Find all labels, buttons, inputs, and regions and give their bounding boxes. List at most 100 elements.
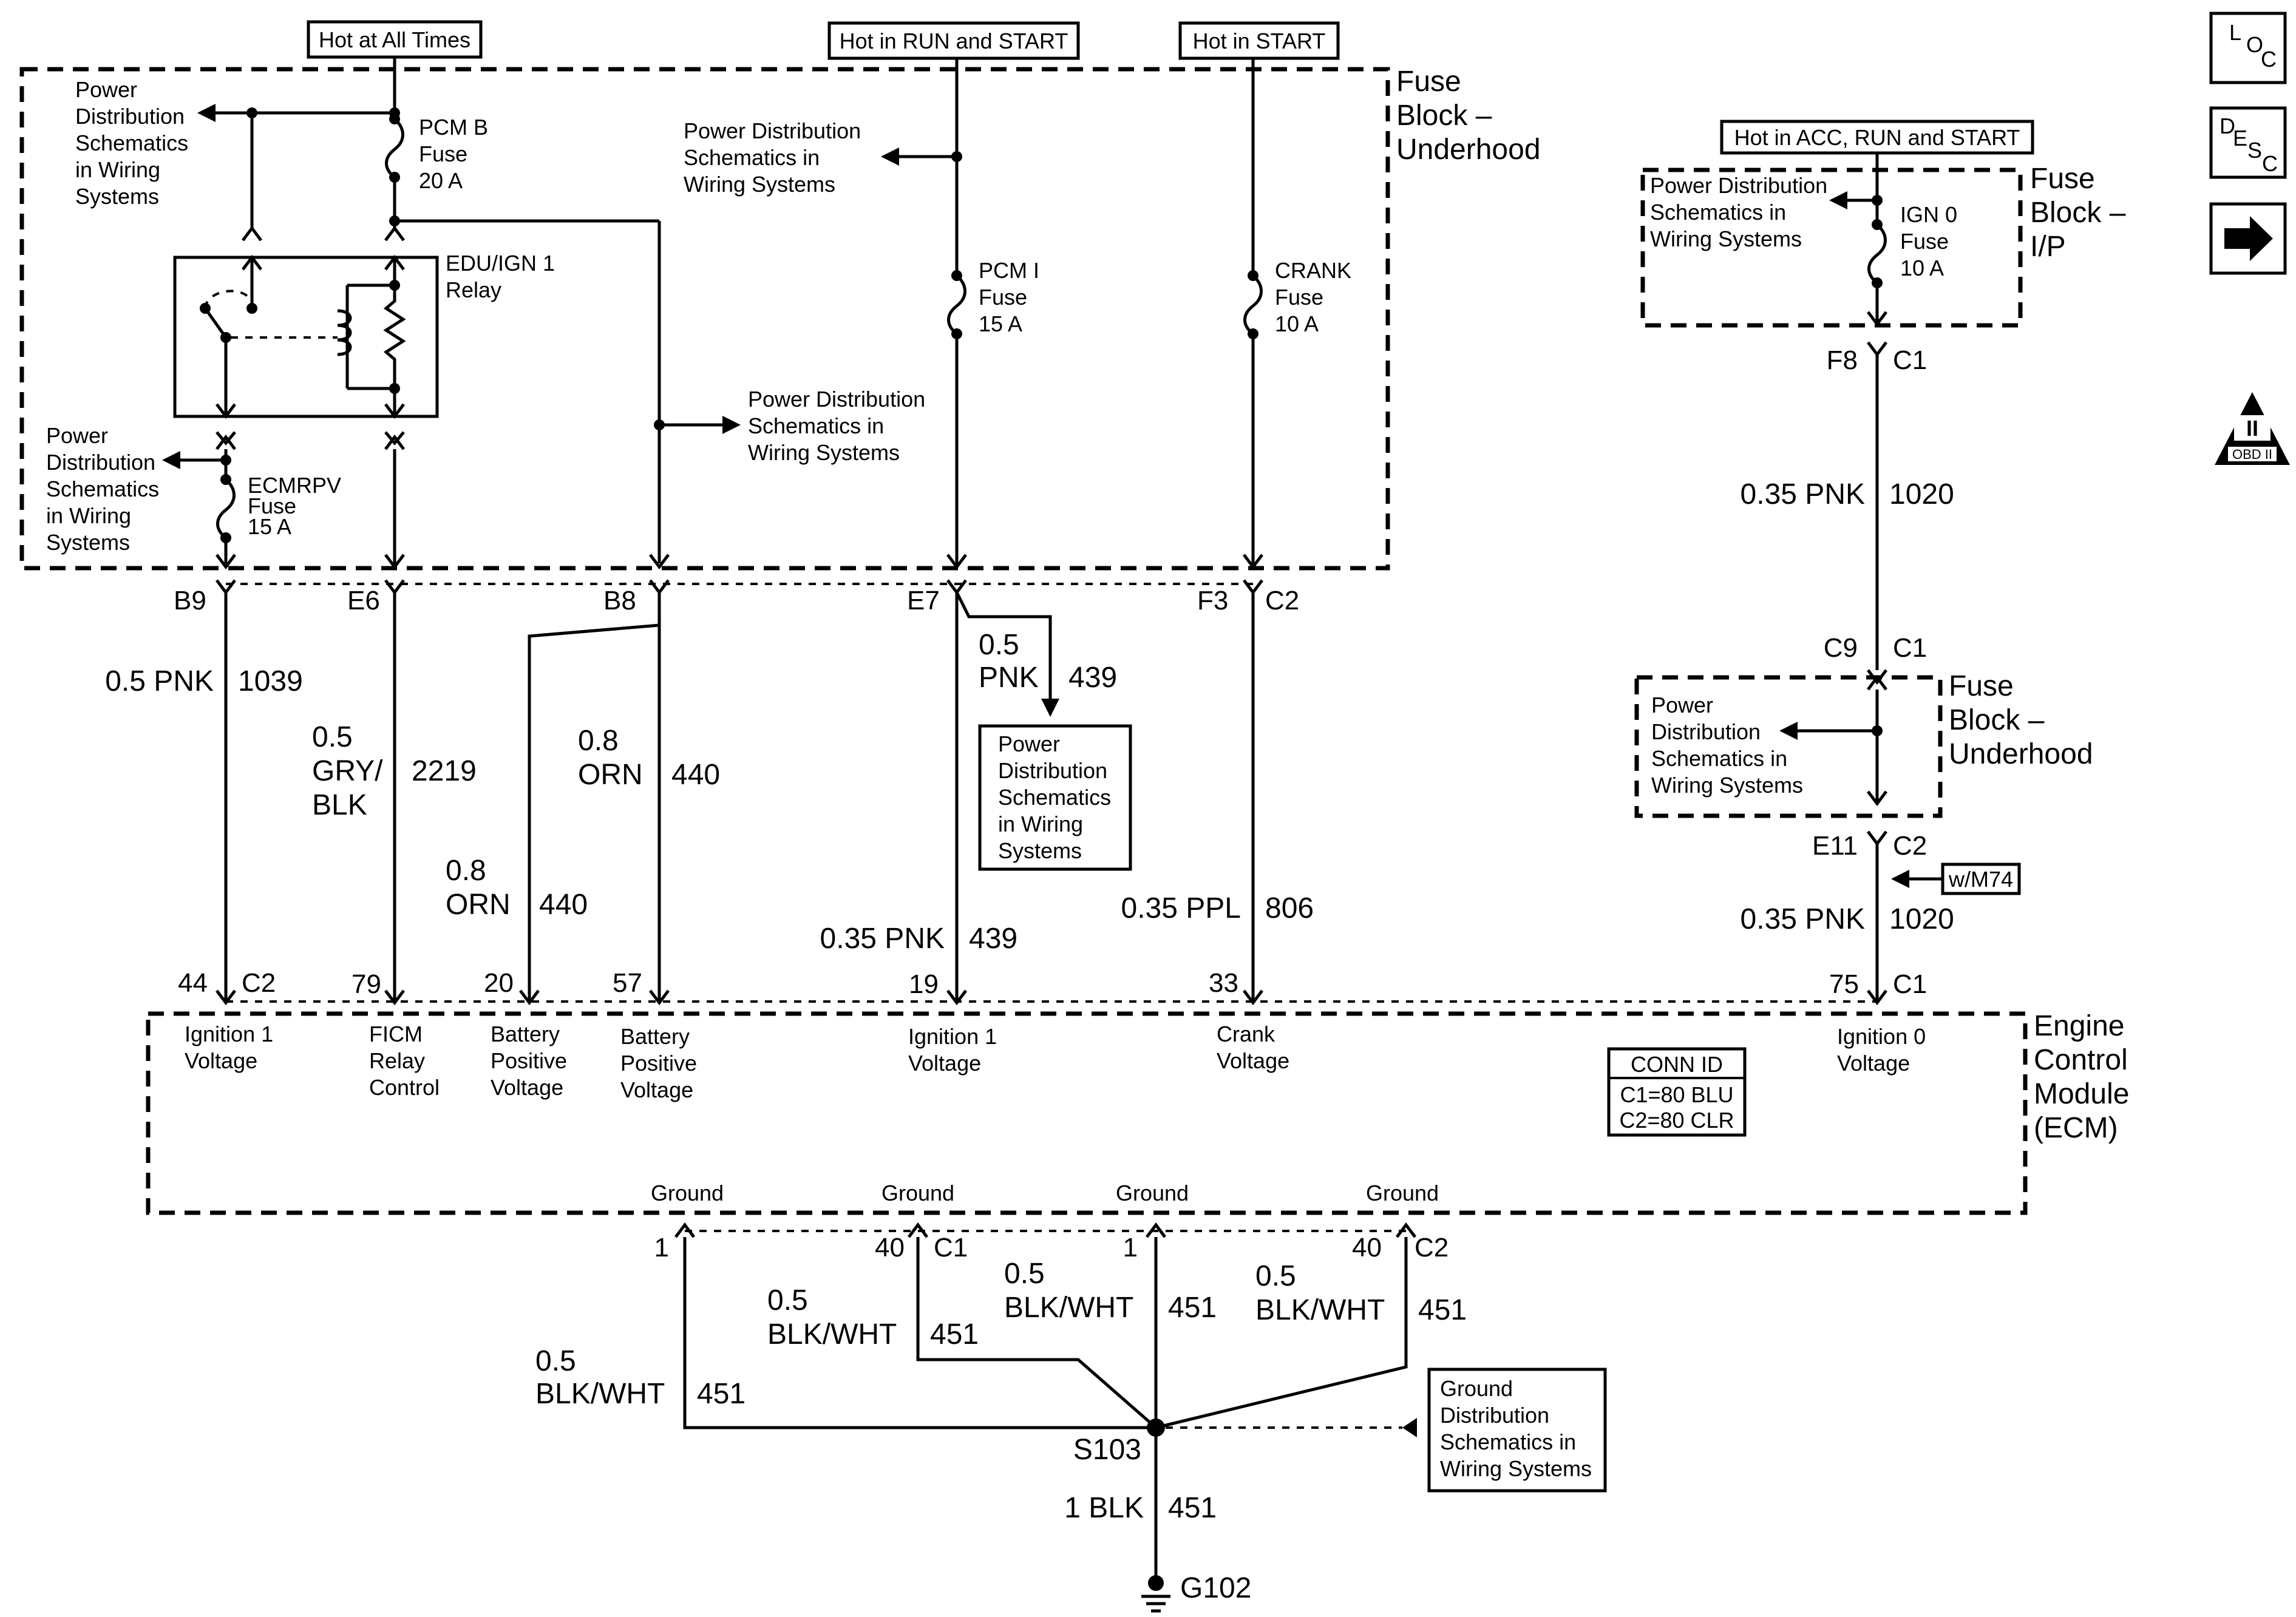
svg-text:40: 40 — [1352, 1233, 1382, 1263]
svg-text:C2: C2 — [1415, 1233, 1449, 1263]
svg-text:Wiring Systems: Wiring Systems — [1440, 1456, 1592, 1481]
wire-1039-label: 0.5 PNK 1039 — [105, 665, 303, 697]
svg-text:C1: C1 — [1893, 345, 1927, 375]
next-arrow-icon[interactable] — [2209, 202, 2287, 275]
header-hot-in-run-and-start: Hot in RUN and START — [827, 21, 1080, 60]
wire-2219-label: 0.5 GRY/ BLK 2219 — [312, 721, 477, 821]
svg-text:CRANK: CRANK — [1275, 258, 1351, 283]
svg-text:B9: B9 — [174, 586, 206, 615]
svg-text:Wiring Systems: Wiring Systems — [1651, 773, 1803, 798]
svg-text:BLK/WHT: BLK/WHT — [535, 1378, 665, 1410]
svg-text:Voltage: Voltage — [1837, 1051, 1910, 1076]
ecmrpv-fuse-label: ECMRPV Fuse 15 A — [248, 473, 341, 539]
svg-text:0.5: 0.5 — [1255, 1260, 1296, 1292]
connector-c9-c1: C9 C1 — [1824, 633, 1927, 663]
svg-text:Underhood: Underhood — [1396, 134, 1541, 166]
svg-text:Positive: Positive — [620, 1051, 697, 1076]
wire-440-label-a: 0.8 ORN 440 — [578, 725, 720, 791]
ecm-function-battery-2: Battery Positive Voltage — [620, 1024, 697, 1102]
svg-text:439: 439 — [1068, 662, 1117, 694]
svg-text:Ground: Ground — [1440, 1376, 1513, 1401]
svg-text:Engine: Engine — [2034, 1010, 2124, 1042]
svg-text:Distribution: Distribution — [75, 104, 185, 129]
svg-text:0.35 PNK: 0.35 PNK — [1741, 903, 1865, 935]
svg-text:Voltage: Voltage — [185, 1048, 257, 1073]
pd-ref-ground: Ground Distribution Schematics in Wiring… — [1427, 1368, 1607, 1493]
ecm-function-ignition1-mid: Ignition 1 Voltage — [908, 1024, 997, 1076]
svg-text:GRY/: GRY/ — [312, 755, 383, 787]
svg-text:FICM: FICM — [369, 1022, 423, 1046]
svg-text:Schematics: Schematics — [46, 476, 159, 501]
ecm-label: Engine Control Module (ECM) — [2034, 1010, 2129, 1144]
svg-text:451: 451 — [1418, 1294, 1467, 1326]
svg-text:440: 440 — [671, 759, 720, 791]
svg-text:Battery: Battery — [491, 1022, 560, 1046]
svg-text:0.5: 0.5 — [1004, 1258, 1045, 1290]
svg-text:C1: C1 — [934, 1233, 968, 1263]
ign0-fuse — [1867, 223, 1887, 284]
pins-top-row: B9 E6 B8 E7 F3 C2 — [174, 579, 1299, 615]
ecm-function-ficm: FICM Relay Control — [369, 1022, 440, 1100]
svg-text:440: 440 — [539, 889, 588, 921]
svg-text:Systems: Systems — [998, 838, 1082, 863]
relay-label: EDU/IGN 1 Relay — [446, 251, 555, 302]
ecm-function-ignition1-left: Ignition 1 Voltage — [185, 1022, 273, 1073]
svg-text:Schematics: Schematics — [75, 131, 188, 155]
svg-text:Battery: Battery — [620, 1024, 690, 1049]
svg-text:PNK: PNK — [979, 662, 1039, 694]
svg-text:(ECM): (ECM) — [2034, 1112, 2118, 1144]
svg-text:Hot at All Times: Hot at All Times — [319, 27, 470, 52]
svg-text:Fuse: Fuse — [1900, 229, 1949, 254]
svg-text:451: 451 — [697, 1378, 746, 1410]
svg-text:C1=80 BLU: C1=80 BLU — [1620, 1082, 1733, 1107]
svg-text:ORN: ORN — [578, 759, 643, 791]
svg-text:1 BLK: 1 BLK — [1064, 1492, 1144, 1524]
svg-text:Power Distribution: Power Distribution — [684, 118, 861, 143]
svg-text:19: 19 — [909, 969, 939, 999]
ground-point-label: G102 — [1180, 1572, 1251, 1604]
pcm-b-fuse-label: PCM B Fuse 20 A — [419, 115, 488, 193]
ground-451-label-1: 0.5 BLK/WHT 451 — [535, 1345, 746, 1410]
svg-text:Fuse: Fuse — [1396, 66, 1461, 98]
svg-text:Voltage: Voltage — [491, 1075, 563, 1100]
svg-text:0.5: 0.5 — [979, 629, 1019, 661]
svg-text:Power Distribution: Power Distribution — [1650, 173, 1827, 198]
svg-text:F3: F3 — [1197, 586, 1228, 615]
svg-text:Fuse: Fuse — [248, 493, 296, 518]
svg-text:0.35 PNK: 0.35 PNK — [820, 923, 945, 955]
svg-text:Hot in START: Hot in START — [1193, 29, 1326, 53]
svg-text:II: II — [2246, 416, 2258, 441]
ground-451-label-4: 0.5 BLK/WHT 451 — [1255, 1260, 1467, 1326]
svg-text:w/M74: w/M74 — [1948, 867, 2013, 892]
pd-ref-center-mid: Power Distribution Schematics in Wiring … — [748, 387, 925, 465]
svg-text:1039: 1039 — [238, 665, 303, 697]
svg-text:439: 439 — [969, 923, 1017, 955]
svg-text:Wiring Systems: Wiring Systems — [1650, 226, 1802, 251]
svg-text:B8: B8 — [603, 586, 636, 615]
svg-text:2219: 2219 — [412, 755, 477, 787]
svg-text:Underhood: Underhood — [1949, 738, 2093, 770]
desc-icon[interactable]: D E S C — [2209, 106, 2287, 179]
ecm-function-crank: Crank Voltage — [1217, 1022, 1289, 1073]
svg-text:OBD II: OBD II — [2232, 447, 2272, 462]
fuse-block-ip-label: Fuse Block – I/P — [2030, 163, 2126, 263]
svg-text:Fuse: Fuse — [1949, 670, 2014, 702]
svg-text:Distribution: Distribution — [1651, 719, 1761, 744]
svg-text:L: L — [2229, 20, 2241, 45]
svg-text:Wiring Systems: Wiring Systems — [684, 172, 835, 197]
loc-icon[interactable]: L O C — [2209, 12, 2287, 84]
svg-text:Voltage: Voltage — [620, 1077, 693, 1102]
pd-ref-underhood-2: Power Distribution Schematics in Wiring … — [1651, 693, 1803, 798]
ecm-pin-labels: 44 C2 79 20 57 19 33 75 C1 — [178, 968, 1927, 999]
svg-text:Crank: Crank — [1217, 1022, 1275, 1046]
svg-text:1020: 1020 — [1889, 903, 1954, 935]
fuse-block-underhood-2 — [1634, 675, 1943, 818]
svg-text:PCM B: PCM B — [419, 115, 488, 140]
svg-text:Module: Module — [2034, 1078, 2129, 1110]
svg-text:75: 75 — [1829, 969, 1859, 999]
ecm-function-ignition0: Ignition 0 Voltage — [1837, 1024, 1926, 1076]
svg-text:79: 79 — [352, 969, 381, 999]
svg-text:in Wiring: in Wiring — [46, 503, 131, 528]
ground-labels: Ground Ground Ground Ground — [651, 1181, 1439, 1205]
